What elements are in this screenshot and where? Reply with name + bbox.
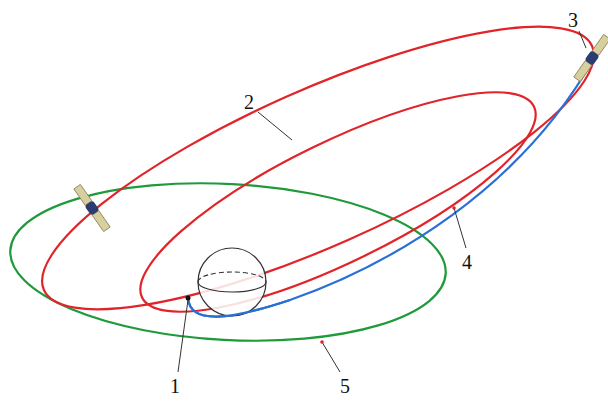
satellite: [73, 184, 111, 232]
earth-sphere: [198, 248, 266, 316]
leader-lines: [178, 31, 586, 372]
inner-red-orbit: [116, 53, 560, 352]
callout-number: 3: [568, 10, 578, 30]
callout-number: 5: [340, 376, 350, 396]
callout-number: 1: [170, 376, 180, 396]
callout-number: 2: [244, 92, 254, 112]
callout-number: 4: [462, 252, 472, 272]
outer-red-orbit: [12, 0, 608, 361]
satellite: [573, 34, 608, 82]
green-orbit: [6, 173, 450, 352]
transfer-trajectory: [188, 58, 594, 317]
